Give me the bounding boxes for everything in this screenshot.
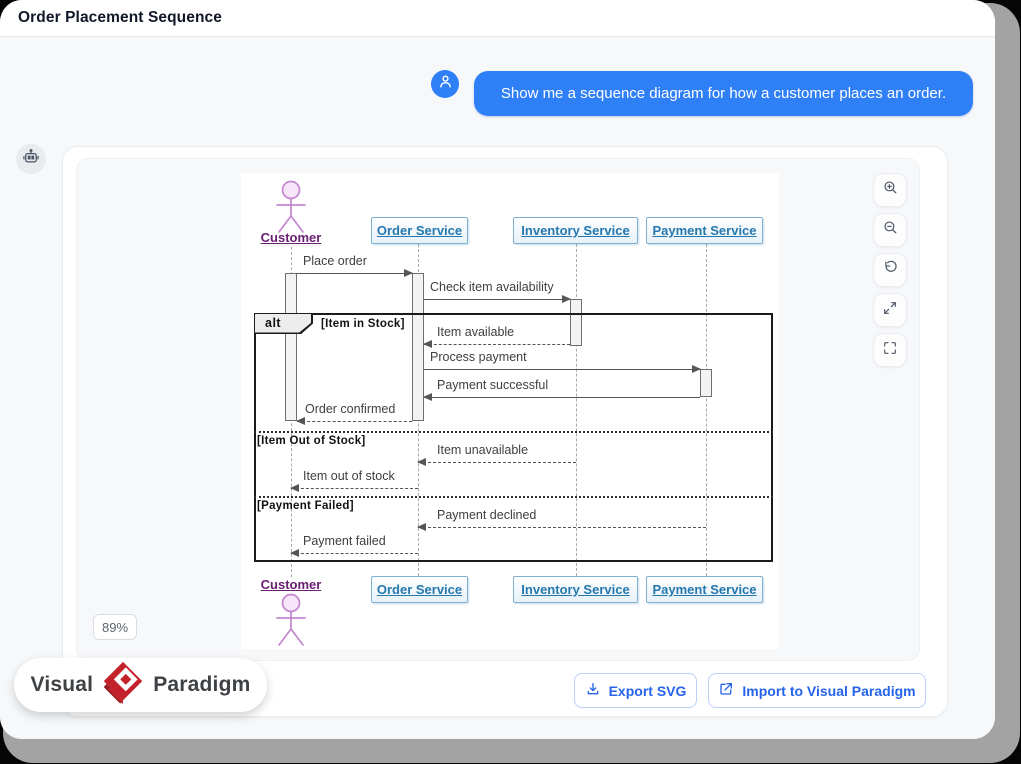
user-message-bubble: Show me a sequence diagram for how a cus… [474, 71, 973, 116]
message-arrow-place-order [297, 268, 413, 277]
chat-area: Show me a sequence diagram for how a cus… [0, 37, 995, 739]
actor-figure-top [269, 178, 313, 241]
export-svg-button[interactable]: Export SVG [574, 673, 697, 708]
guard-item-out-of-stock: [Item Out of Stock] [257, 435, 366, 447]
zoom-level-badge: 89% [93, 614, 137, 640]
diagram-card: Customer Order Service Inventory Service… [62, 146, 948, 717]
lifeline-payment-service [706, 244, 707, 576]
lifeline-inventory-service [576, 244, 577, 576]
message-label: Item out of stock [303, 469, 395, 483]
actor-name-top: Customer [260, 230, 322, 245]
message-label: Item available [437, 325, 515, 339]
participant-payment-service-bottom: Payment Service [646, 576, 763, 603]
message-arrow-order-confirmed [296, 416, 412, 425]
reset-view-icon [882, 259, 899, 281]
alt-operator-label: alt [255, 314, 311, 333]
sequence-diagram-canvas: Customer Order Service Inventory Service… [241, 173, 779, 649]
expand-button[interactable] [873, 293, 907, 327]
import-to-visual-paradigm-label: Import to Visual Paradigm [742, 682, 916, 699]
zoom-in-icon [882, 179, 899, 201]
message-arrow-payment-failed [290, 548, 418, 557]
actor-figure-bottom [269, 591, 313, 654]
zoom-in-button[interactable] [873, 173, 907, 207]
export-svg-label: Export SVG [608, 682, 687, 699]
guard-payment-failed: [Payment Failed] [257, 500, 354, 512]
alt-fragment: alt [254, 313, 773, 562]
app-window: Order Placement Sequence Show me a seque… [0, 0, 995, 739]
reset-view-button[interactable] [873, 253, 907, 287]
external-link-icon [718, 681, 734, 700]
visual-paradigm-branding[interactable]: Visual Paradigm [14, 658, 267, 712]
activation-payment-service [700, 369, 712, 397]
message-arrow-process-payment [424, 364, 701, 373]
message-label: Payment declined [437, 508, 537, 522]
message-arrow-item-available [423, 339, 570, 348]
message-label: Order confirmed [305, 402, 396, 416]
message-arrow-item-out-of-stock [290, 483, 418, 492]
download-icon [585, 681, 601, 700]
participant-order-service-top: Order Service [371, 217, 468, 244]
participant-order-service-bottom: Order Service [371, 576, 468, 603]
user-icon [437, 73, 454, 95]
user-avatar [431, 70, 459, 98]
diagram-viewport[interactable]: Customer Order Service Inventory Service… [76, 158, 920, 661]
user-message-text: Show me a sequence diagram for how a cus… [500, 85, 947, 102]
alt-operator-tab: alt [254, 313, 313, 334]
alt-divider-1 [254, 431, 773, 433]
message-label: Payment successful [437, 378, 549, 392]
brand-word-visual: Visual [30, 673, 94, 696]
participant-payment-service-top: Payment Service [646, 217, 763, 244]
message-label: Check item availability [430, 280, 554, 294]
page-title: Order Placement Sequence [18, 9, 222, 26]
participant-inventory-service-bottom: Inventory Service [513, 576, 638, 603]
zoom-level-value: 89% [101, 619, 129, 635]
expand-icon [882, 300, 898, 321]
message-arrow-item-unavailable [417, 457, 576, 466]
guard-item-in-stock: [Item in Stock] [321, 318, 405, 330]
fullscreen-icon [882, 340, 898, 361]
message-label: Process payment [430, 350, 527, 364]
diagram-controls [873, 173, 907, 367]
zoom-out-button[interactable] [873, 213, 907, 247]
window-header: Order Placement Sequence [0, 0, 995, 37]
robot-icon [22, 148, 40, 171]
message-arrow-payment-successful [423, 392, 700, 401]
participant-inventory-service-top: Inventory Service [513, 217, 638, 244]
visual-paradigm-diamond-logo [101, 659, 145, 712]
activation-inventory-service [570, 299, 582, 346]
actor-name-bottom: Customer [260, 577, 322, 592]
message-arrow-check-item-availability [424, 294, 571, 303]
fullscreen-button[interactable] [873, 333, 907, 367]
import-to-visual-paradigm-button[interactable]: Import to Visual Paradigm [708, 673, 926, 708]
activation-customer [285, 273, 297, 421]
bot-avatar [16, 144, 46, 174]
message-label: Item unavailable [437, 443, 529, 457]
message-arrow-payment-declined [417, 522, 706, 531]
zoom-out-icon [882, 219, 899, 241]
alt-divider-2 [254, 496, 773, 498]
brand-word-paradigm: Paradigm [153, 673, 251, 696]
message-label: Place order [303, 254, 367, 268]
message-label: Payment failed [303, 534, 386, 548]
